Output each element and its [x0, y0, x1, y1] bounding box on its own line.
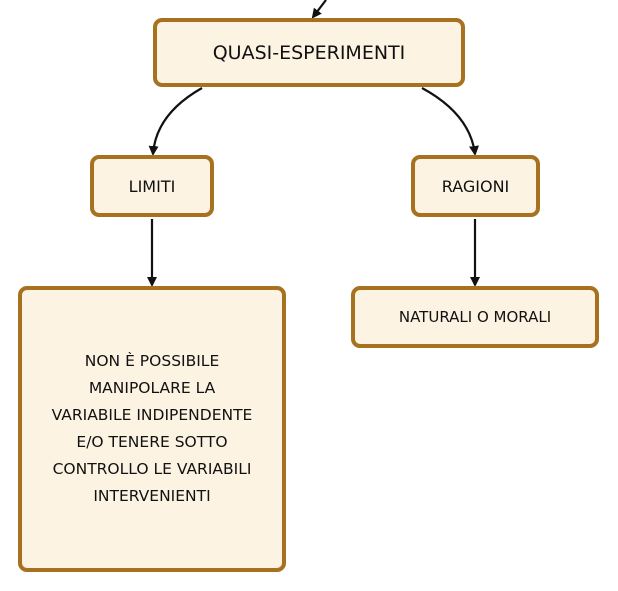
edge-root-to-limiti	[148, 87, 203, 156]
edge-root-to-ragioni	[421, 87, 479, 156]
node-ragioni-detail[interactable]: NATURALI O MORALI	[351, 286, 599, 348]
node-label: NON È POSSIBILE MANIPOLARE LA VARIABILE …	[51, 352, 253, 505]
incoming-edge-root	[311, 0, 327, 19]
node-limiti[interactable]: LIMITI	[90, 155, 214, 217]
node-label: NATURALI O MORALI	[398, 308, 552, 326]
node-quasi-esperimenti[interactable]: QUASI-ESPERIMENTI	[153, 18, 465, 87]
node-label: QUASI-ESPERIMENTI	[212, 41, 406, 64]
node-limiti-detail[interactable]: NON È POSSIBILE MANIPOLARE LA VARIABILE …	[18, 286, 286, 572]
node-label: RAGIONI	[441, 176, 510, 196]
node-label: LIMITI	[128, 176, 176, 196]
node-ragioni[interactable]: RAGIONI	[411, 155, 540, 217]
